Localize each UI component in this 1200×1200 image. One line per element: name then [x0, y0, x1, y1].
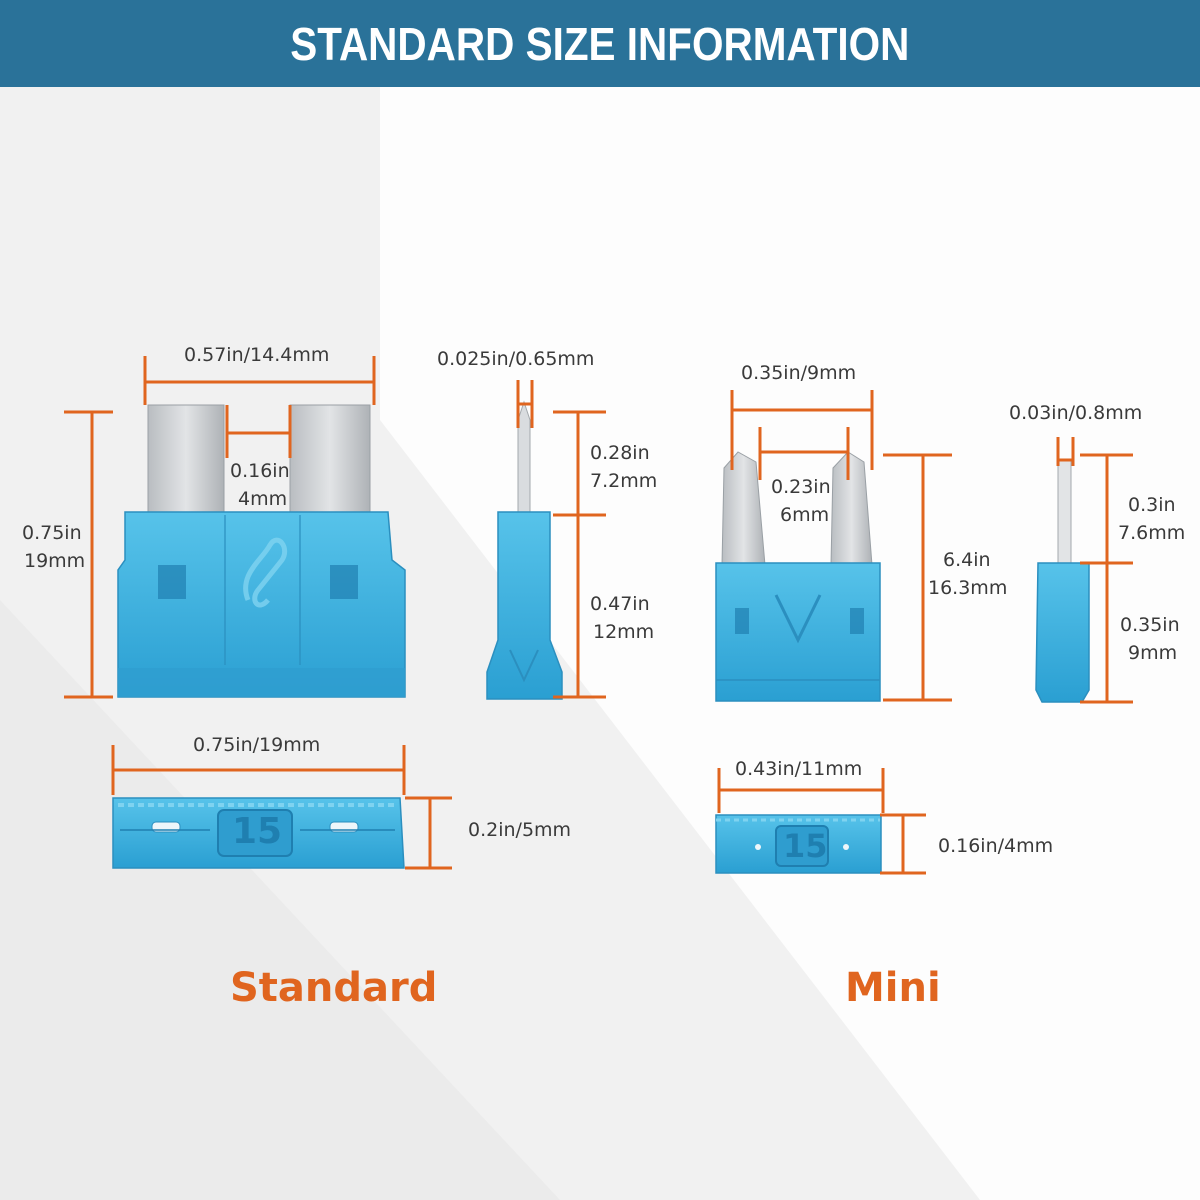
- mini-thickness-label: 0.03in/0.8mm: [1009, 402, 1143, 424]
- standard-front-fuse: [117, 404, 406, 698]
- mini-width-label: 0.35in/9mm: [741, 362, 857, 384]
- standard-gap-in-label: 0.16in: [230, 460, 290, 482]
- standard-rating-label: 15: [232, 811, 283, 852]
- standard-length-label: 0.75in/19mm: [193, 734, 321, 756]
- standard-blade-mm-label: 7.2mm: [590, 470, 658, 492]
- mini-blade-mm-label: 7.6mm: [1118, 522, 1186, 544]
- mini-heading: Mini: [845, 965, 941, 1011]
- standard-height-mm-label: 19mm: [24, 550, 86, 572]
- mini-body-in-label: 0.35in: [1120, 614, 1180, 636]
- page-title: STANDARD SIZE INFORMATION: [290, 17, 910, 70]
- header-banner: STANDARD SIZE INFORMATION: [0, 0, 1200, 87]
- mini-rating-label: 15: [783, 827, 828, 865]
- standard-body-mm-label: 12mm: [593, 621, 655, 643]
- mini-top-fuse: [715, 814, 882, 874]
- mini-blade-in-label: 0.3in: [1128, 494, 1176, 516]
- mini-height-mm-label: 16.3mm: [928, 577, 1008, 599]
- standard-body-in-label: 0.47in: [590, 593, 650, 615]
- dimension-lines: [64, 356, 1133, 875]
- standard-height-in-label: 0.75in: [22, 522, 82, 544]
- standard-thickness-label: 0.025in/0.65mm: [437, 348, 595, 370]
- standard-width-label: 0.57in/14.4mm: [184, 344, 330, 366]
- standard-depth-label: 0.2in/5mm: [468, 819, 572, 841]
- standard-heading: Standard: [230, 965, 438, 1011]
- mini-gap-in-label: 0.23in: [771, 476, 831, 498]
- mini-front-fuse: [715, 451, 881, 702]
- mini-height-in-label: 6.4in: [943, 549, 991, 571]
- standard-top-fuse: [112, 797, 405, 869]
- mini-gap-mm-label: 6mm: [780, 504, 830, 526]
- mini-length-label: 0.43in/11mm: [735, 758, 863, 780]
- standard-blade-in-label: 0.28in: [590, 442, 650, 464]
- standard-side-fuse: [486, 400, 563, 700]
- background-shadow-panel: [0, 600, 560, 1200]
- mini-depth-label: 0.16in/4mm: [938, 835, 1054, 857]
- standard-gap-mm-label: 4mm: [238, 488, 288, 510]
- mini-body-mm-label: 9mm: [1128, 642, 1178, 664]
